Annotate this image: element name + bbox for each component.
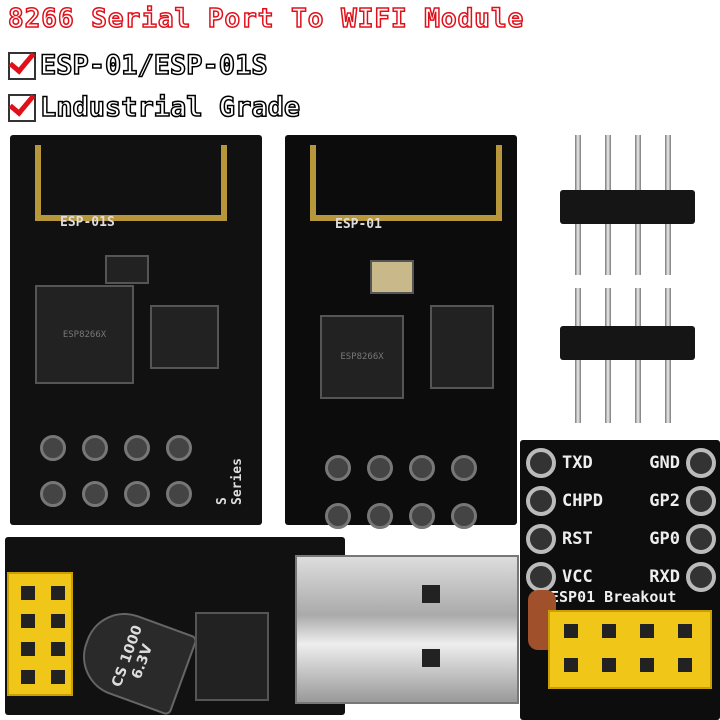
pin-label: RXD xyxy=(649,567,680,587)
pin-label: GP0 xyxy=(649,529,680,549)
left-pins: TXD CHPD RST VCC xyxy=(526,448,603,592)
feature-2: Lndustrial Grade xyxy=(8,91,301,124)
flash-chip xyxy=(150,305,219,369)
esp01-socket xyxy=(548,610,712,689)
pin-header xyxy=(560,135,700,275)
esp8266-chip: ESP8266X xyxy=(35,285,134,384)
pin-header xyxy=(560,288,700,423)
antenna-trace xyxy=(35,145,227,221)
right-pins: GND GP2 GP0 RXD xyxy=(649,448,716,592)
pin-label: RST xyxy=(562,529,593,549)
esp8266-chip: ESP8266X xyxy=(320,315,404,399)
pin-pads xyxy=(40,435,208,507)
esp01-board: ESP-01 ESP8266X xyxy=(285,135,517,529)
ch340-chip xyxy=(195,612,269,701)
flash-chip xyxy=(430,305,494,389)
checkbox-checked-icon xyxy=(8,51,36,80)
checkbox-checked-icon xyxy=(8,93,36,122)
breakout-board: TXD CHPD RST VCC GND GP2 GP0 RXD ESP01 B… xyxy=(520,440,720,720)
board-label: ESP-01S xyxy=(60,215,115,230)
series-label: S Series xyxy=(215,458,245,505)
capacitor: CS 1000 6.3V xyxy=(71,601,199,717)
pin-pads xyxy=(325,455,493,529)
feature-label: Lndustrial Grade xyxy=(39,91,301,124)
crystal xyxy=(370,260,414,294)
crystal xyxy=(105,255,149,284)
pin-label: VCC xyxy=(562,567,593,587)
antenna-trace xyxy=(310,145,502,221)
pin-label: CHPD xyxy=(562,491,603,511)
esp01-socket xyxy=(7,572,73,696)
feature-1: ESP-01/ESP-01S xyxy=(8,49,268,82)
usb-plug xyxy=(295,555,519,704)
board-label: ESP-01 xyxy=(335,217,382,232)
esp01s-board: ESP-01S ESP8266X S Series xyxy=(10,135,262,525)
breakout-title: ESP01 Breakout xyxy=(550,588,677,606)
pin-label: TXD xyxy=(562,453,593,473)
pin-label: GND xyxy=(649,453,680,473)
feature-label: ESP-01/ESP-01S xyxy=(39,49,268,82)
usb-adapter-board: CS 1000 6.3V xyxy=(5,537,345,717)
pin-label: GP2 xyxy=(649,491,680,511)
headline: 8266 Serial Port To WIFI Module xyxy=(7,3,525,35)
